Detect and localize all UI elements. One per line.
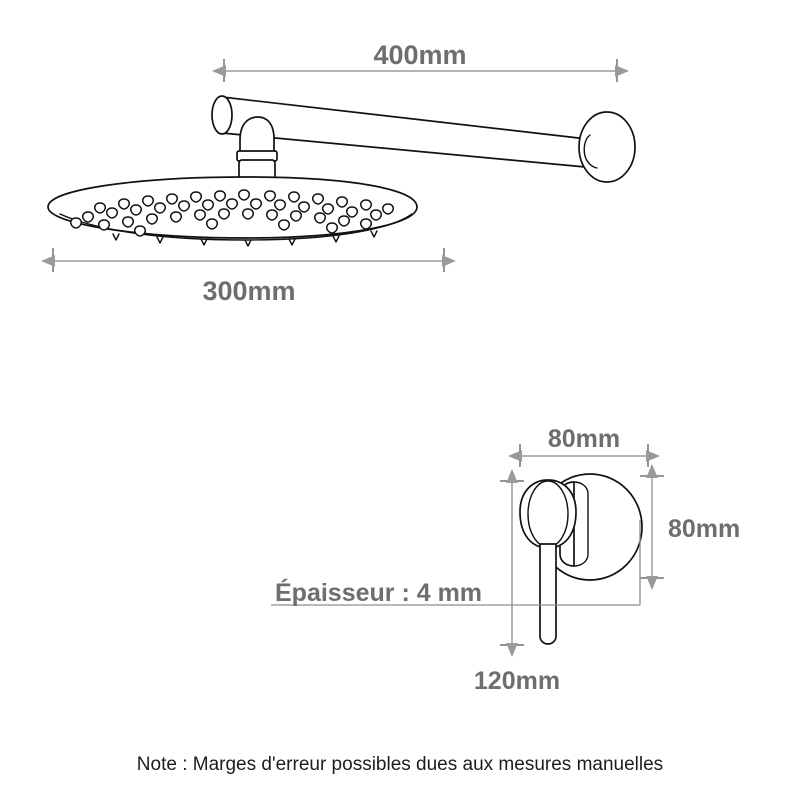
footer-note: Note : Marges d'erreur possibles dues au… xyxy=(137,754,663,775)
head-edge-tips xyxy=(112,230,378,247)
label-mixer-height: 80mm xyxy=(668,515,740,543)
label-mixer-width: 80mm xyxy=(548,425,620,453)
dimension-mixer-width xyxy=(507,444,661,467)
dimension-arm-length xyxy=(211,59,630,82)
shower-nozzles xyxy=(70,189,394,237)
rain-shower-head xyxy=(47,176,418,247)
label-mixer-total-length: 120mm xyxy=(474,667,560,695)
dimension-mixer-height xyxy=(640,463,664,591)
label-head-diameter: 300mm xyxy=(202,276,295,306)
shower-mixer-valve xyxy=(519,473,643,645)
thickness-leader-line xyxy=(271,520,641,606)
label-arm-length: 400mm xyxy=(373,40,466,70)
dimension-mixer-total-length xyxy=(500,468,524,658)
dimension-head-diameter xyxy=(40,248,457,272)
shower-arm xyxy=(211,95,636,192)
label-thickness: Épaisseur : 4 mm xyxy=(275,578,482,607)
